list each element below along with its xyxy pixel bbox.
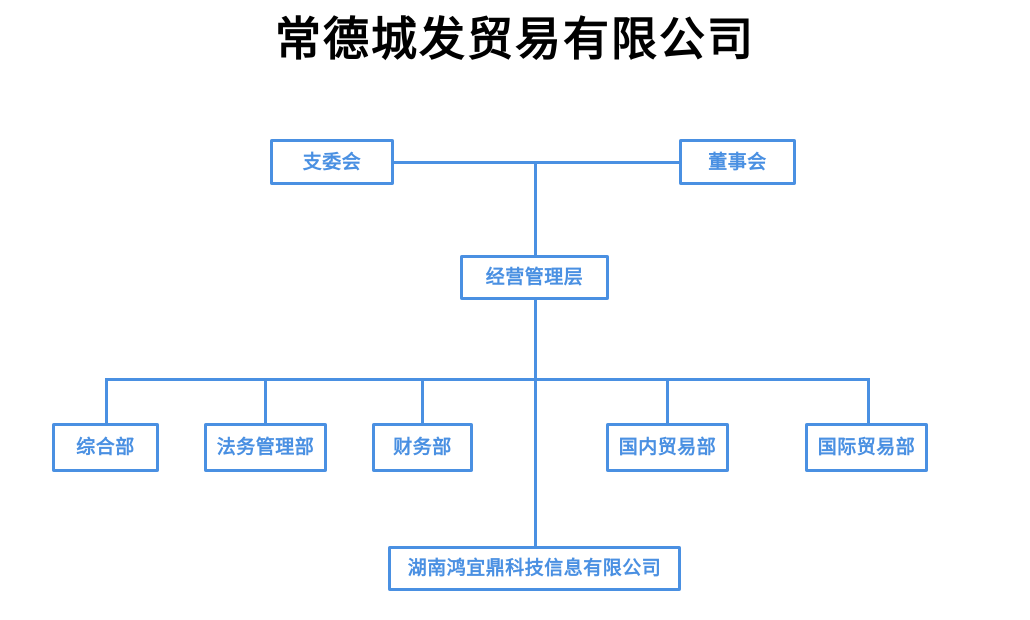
node-party-committee[interactable]: 支委会 — [270, 139, 394, 185]
connector-drop-general-affairs — [105, 378, 108, 425]
node-domestic-trade[interactable]: 国内贸易部 — [606, 423, 729, 472]
node-board-of-directors[interactable]: 董事会 — [679, 139, 796, 185]
node-label-international-trade: 国际贸易部 — [817, 437, 916, 458]
connector-governance-horizontal — [393, 161, 695, 164]
node-label-subsidiary-company: 湖南鸿宜鼎科技信息有限公司 — [407, 558, 662, 579]
connector-governance-to-management — [534, 161, 537, 256]
page-title: 常德城发贸易有限公司 — [275, 14, 755, 65]
node-subsidiary-company[interactable]: 湖南鸿宜鼎科技信息有限公司 — [388, 546, 681, 591]
node-international-trade[interactable]: 国际贸易部 — [805, 423, 928, 472]
node-finance[interactable]: 财务部 — [372, 423, 473, 472]
connector-management-to-bus — [534, 298, 537, 380]
node-label-management-layer: 经营管理层 — [485, 267, 584, 288]
connector-bus-to-subsidiary — [534, 378, 537, 546]
node-general-affairs[interactable]: 综合部 — [52, 423, 159, 472]
node-label-domestic-trade: 国内贸易部 — [618, 437, 717, 458]
connector-drop-legal-management — [264, 378, 267, 425]
node-label-general-affairs: 综合部 — [76, 437, 135, 458]
connector-department-bus — [105, 378, 870, 381]
connector-drop-finance — [421, 378, 424, 425]
node-management-layer[interactable]: 经营管理层 — [460, 255, 609, 300]
node-label-party-committee: 支委会 — [302, 151, 362, 173]
connector-drop-international-trade — [867, 378, 870, 425]
node-label-legal-management: 法务管理部 — [216, 437, 315, 458]
node-label-board-of-directors: 董事会 — [708, 151, 767, 173]
node-legal-management[interactable]: 法务管理部 — [204, 423, 327, 472]
connector-drop-domestic-trade — [666, 378, 669, 425]
node-label-finance: 财务部 — [393, 437, 452, 458]
